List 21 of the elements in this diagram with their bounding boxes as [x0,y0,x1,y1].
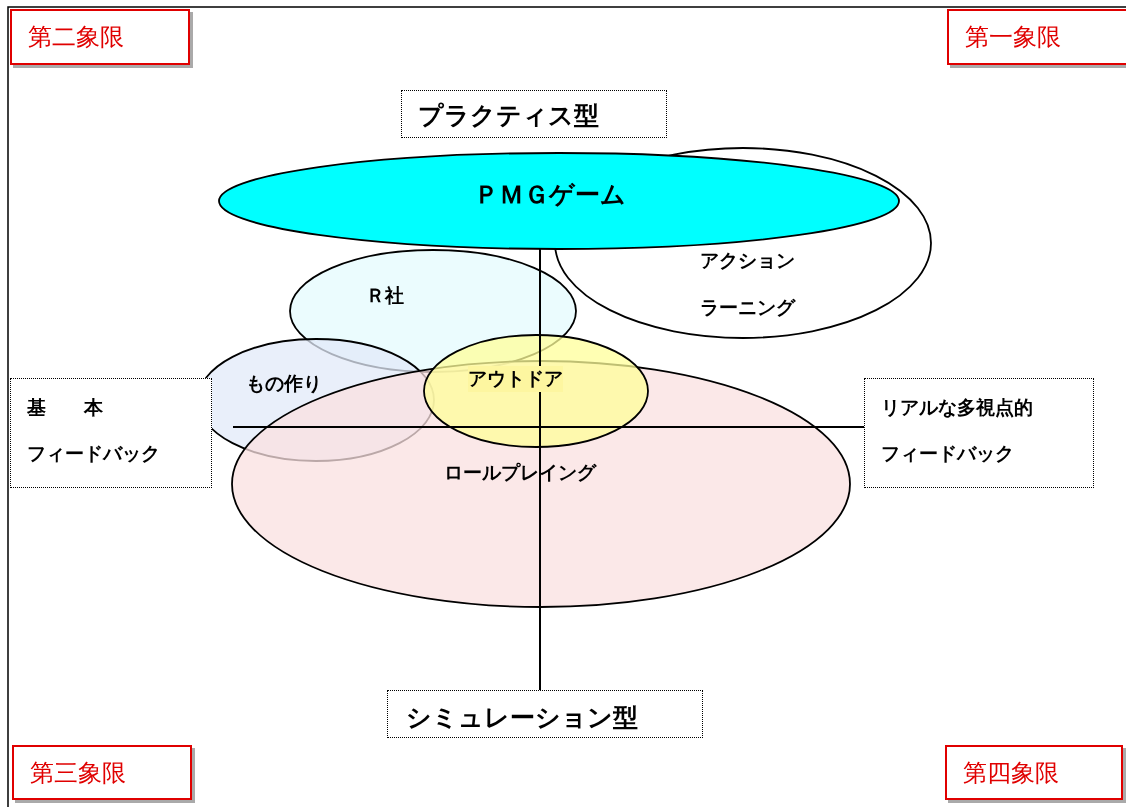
quadrant-label: 第一象限 [947,9,1126,65]
axis-label: リアルな多視点的 [881,395,1033,420]
axis-label-box [387,690,703,738]
axis-label-box [864,378,1094,488]
axis-label: フィードバック [881,441,1014,466]
ellipse-label: Ｒ社 [366,283,404,308]
ellipse-label: ＰＭＧゲーム [474,179,626,211]
axis-label: シミュレーション型 [406,702,638,734]
ellipse-label: もの作り [246,371,322,396]
quadrant-label: 第三象限 [12,745,192,800]
quadrant-label: 第四象限 [945,745,1123,800]
axis-label-box [401,90,667,138]
axis-label-box [10,378,212,488]
axis-label: プラクティス型 [418,100,599,132]
axis-label: フィードバック [27,441,160,466]
ellipse-label: ラーニング [700,295,795,320]
ellipse-label: アウトドア [468,366,563,392]
axis-label: 基 本 [27,395,103,420]
ellipse-label: ロールプレイング [444,460,596,485]
ellipse-label: アクション [700,248,795,273]
quadrant-label: 第二象限 [10,9,190,65]
